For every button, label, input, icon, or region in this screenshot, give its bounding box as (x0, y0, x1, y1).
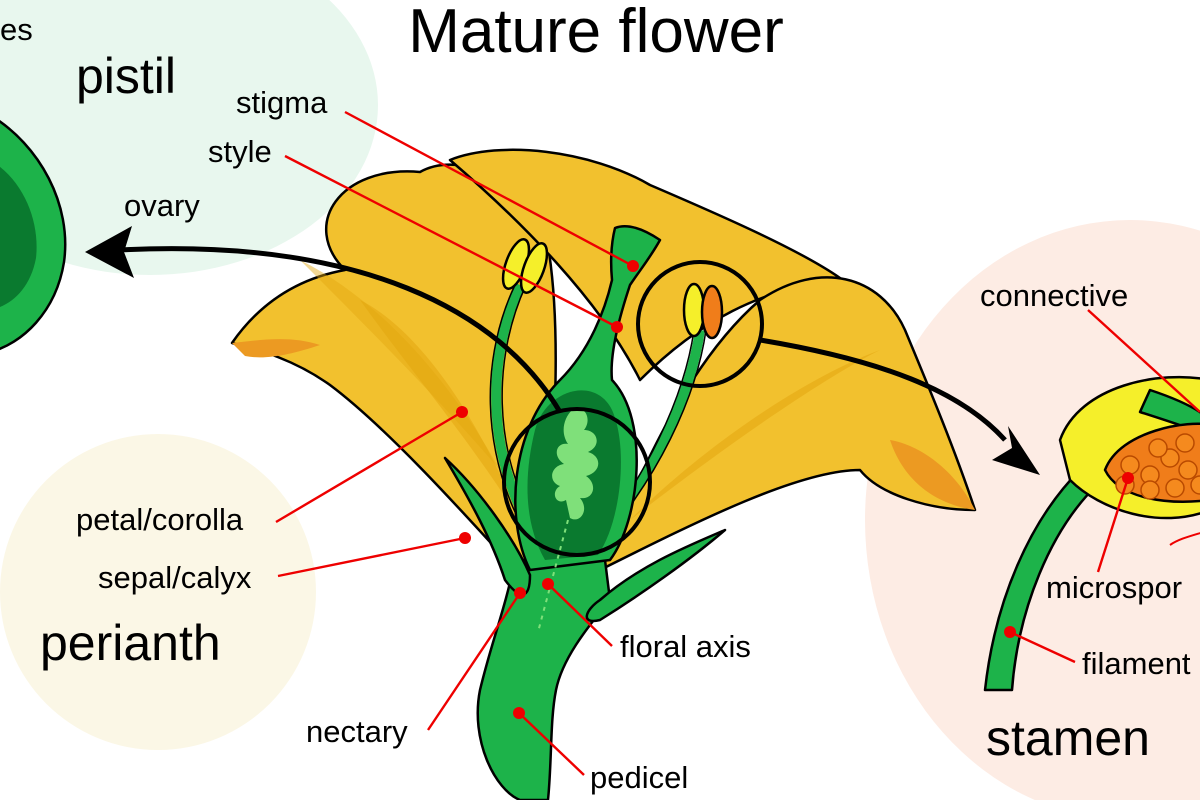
label-ovary: ovary (124, 188, 200, 223)
label-microspores: microspor (1046, 570, 1182, 605)
pistil-detail-illustration (0, 120, 67, 351)
sepal-right (585, 528, 727, 623)
label-connective: connective (980, 278, 1128, 313)
diagram-title: Mature flower (408, 0, 784, 66)
anther-zoom-circle (636, 260, 764, 388)
label-pedicel: pedicel (590, 760, 688, 795)
anther-left (501, 238, 549, 294)
group-label-pistil: pistil (76, 48, 176, 104)
group-label-perianth: perianth (40, 615, 221, 671)
leader-dots (456, 260, 1134, 719)
label-sepal-calyx: sepal/calyx (98, 560, 252, 595)
label-stigma: stigma (236, 85, 328, 120)
label-style: style (208, 134, 272, 169)
label-nectary: nectary (306, 714, 408, 749)
anther-right (682, 282, 724, 340)
petal-right (598, 276, 977, 572)
stamen-arrow (759, 337, 1007, 442)
stamen-background (865, 220, 1200, 800)
ovary-arrow (119, 246, 563, 414)
perianth-background (0, 434, 316, 750)
ovary-arrowhead (85, 226, 134, 278)
ovules (552, 408, 599, 520)
petal-left (230, 163, 557, 577)
label-filament: filament (1082, 646, 1191, 681)
label-floral-axis: floral axis (620, 629, 751, 664)
pistil-background (0, 0, 378, 275)
stamen-arrowhead (992, 426, 1040, 475)
leader-lines (275, 110, 1200, 776)
label-petal-corolla: petal/corolla (76, 502, 244, 537)
pedicel-shape (476, 558, 612, 800)
pistil-cut-label: es (0, 12, 33, 47)
ovary-zoom-circle (502, 407, 652, 557)
group-label-stamen: stamen (986, 710, 1150, 766)
